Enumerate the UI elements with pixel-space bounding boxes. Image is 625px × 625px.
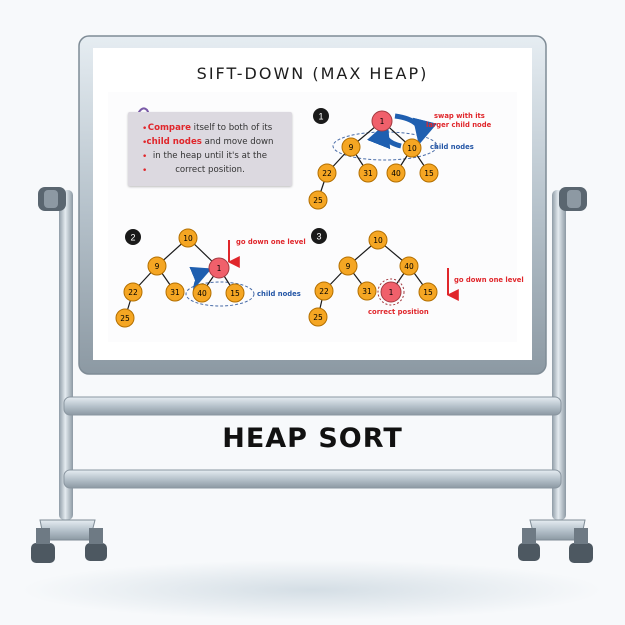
node-label: 40 (404, 262, 414, 271)
keyword-compare: Compare (147, 123, 191, 133)
right-post (552, 190, 566, 520)
node (399, 256, 419, 276)
left-pivot-cap (44, 190, 58, 208)
node-label: 31 (170, 288, 180, 297)
board-title: SIFT-DOWN (MAX HEAP) (196, 64, 429, 83)
annotation-swap: swap with its (434, 112, 485, 120)
node (147, 256, 167, 276)
node (317, 163, 337, 183)
note-line: Compare itself to both of its (128, 112, 292, 135)
note-line: correct position. (175, 165, 245, 175)
node-label: 25 (120, 314, 130, 323)
bullet-icon: • (142, 152, 148, 162)
node-root (368, 230, 388, 250)
node (308, 307, 328, 327)
node (308, 190, 328, 210)
annotation-go-down: go down one level (236, 238, 306, 246)
node-final (380, 281, 402, 303)
right-pivot-cap (567, 190, 581, 208)
note-line: in the heap until it's at the (152, 151, 268, 161)
node (357, 281, 377, 301)
step-number: 2 (130, 233, 135, 243)
node-label: 15 (423, 288, 433, 297)
node (402, 138, 422, 158)
node-label: 22 (319, 287, 329, 296)
step-1-diagram: 1 1 9 10 22 31 40 15 (308, 108, 492, 210)
node (341, 137, 361, 157)
node-label: 25 (313, 313, 323, 322)
step-number-badge (311, 228, 327, 244)
node-label: 10 (183, 234, 193, 243)
node (115, 308, 135, 328)
node-label: 9 (155, 262, 160, 271)
child-nodes-outline (185, 281, 255, 307)
step-number: 1 (318, 112, 323, 122)
bullet-icon: • (142, 124, 148, 134)
annotation-child-nodes: child nodes (257, 290, 301, 298)
node (338, 256, 358, 276)
node-label: 9 (346, 262, 351, 271)
node-label: 22 (128, 288, 138, 297)
banner-title: HEAP SORT (222, 423, 403, 454)
node-label: 1 (380, 117, 385, 126)
left-post (59, 190, 73, 520)
node (314, 281, 334, 301)
node (192, 283, 212, 303)
note-text: itself to both of its (190, 123, 273, 133)
annotation-swap-detail: larger child node (426, 121, 492, 129)
node-label: 31 (363, 169, 373, 178)
node-root (371, 110, 393, 132)
annotation-child-nodes: child nodes (430, 143, 474, 151)
bullet-icon: • (142, 138, 148, 148)
child-nodes-outline (332, 131, 438, 161)
node (358, 163, 378, 183)
node-label: 25 (313, 196, 323, 205)
node-label: 40 (197, 289, 207, 298)
final-position-outline (377, 278, 405, 306)
node (419, 163, 439, 183)
node (225, 283, 245, 303)
node (123, 282, 143, 302)
node-label: 31 (362, 287, 372, 296)
node-label: 15 (424, 169, 434, 178)
node-label: 10 (373, 236, 383, 245)
annotation-correct-position: correct position (368, 308, 429, 316)
step-2-diagram: 2 10 9 1 22 31 40 15 (115, 228, 306, 328)
note-line: child nodes and move down (128, 135, 292, 149)
note-text: and move down (201, 137, 274, 147)
node-label: 22 (322, 169, 332, 178)
node-label: 1 (217, 264, 222, 273)
bullet-icon: • (142, 166, 148, 176)
step-number-badge (313, 108, 329, 124)
node (418, 282, 438, 302)
node (386, 163, 406, 183)
step-number-badge (125, 229, 141, 245)
annotation-go-down: go down one level (454, 276, 524, 284)
node-label: 10 (407, 144, 417, 153)
step-3-diagram: 3 10 9 40 22 31 1 15 2 (308, 228, 524, 327)
floor-shadow (22, 560, 602, 620)
step-number: 3 (316, 232, 321, 242)
node-label: 9 (349, 143, 354, 152)
caster-wheels (31, 528, 593, 563)
upper-crossbar (63, 396, 562, 416)
lower-crossbar (63, 469, 562, 489)
node-label: 15 (230, 289, 240, 298)
node (165, 282, 185, 302)
node-sifting (208, 257, 230, 279)
node-root (178, 228, 198, 248)
swap-arrow (394, 113, 437, 145)
node-label: 1 (389, 288, 394, 297)
node-label: 40 (391, 169, 401, 178)
sticky-note: • • • • Compare itself to both of its ch… (128, 112, 292, 186)
keyword-child-nodes: child nodes (146, 137, 202, 147)
